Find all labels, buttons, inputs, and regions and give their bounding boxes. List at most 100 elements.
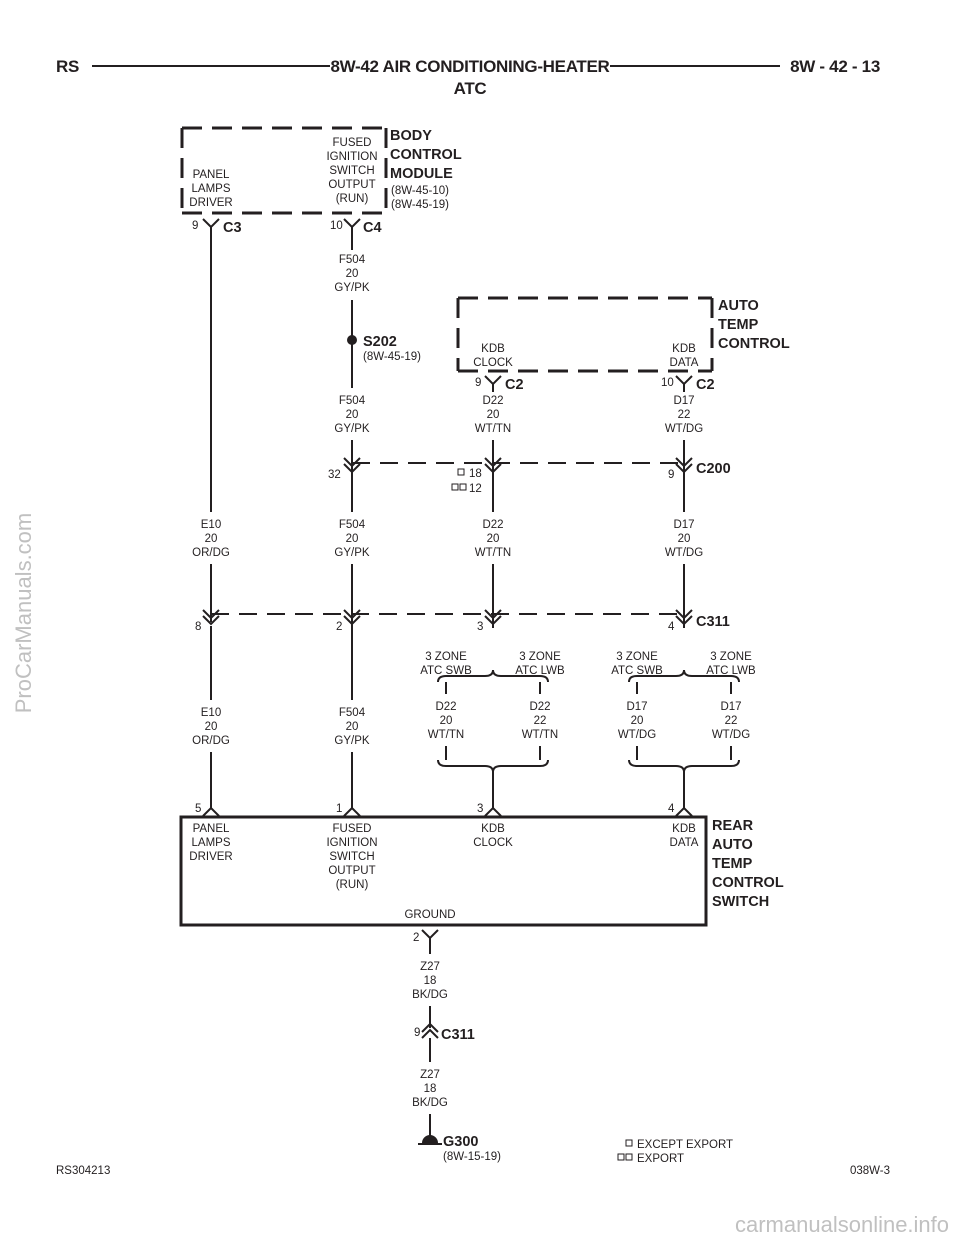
rear-pin-clock: 3: [477, 803, 483, 815]
rear-pin-panel: 5: [195, 803, 201, 815]
e10-low-label-3: OR/DG: [192, 735, 230, 747]
atc-data-pin: 10: [661, 377, 674, 389]
z27-bot-label-1: Z27: [420, 1069, 440, 1081]
d17-top-label-1: D17: [673, 395, 694, 407]
zone-lwb1-2: ATC LWB: [515, 665, 565, 677]
header-page-number: 8W - 42 - 13: [790, 57, 880, 76]
rear-panel-2: LAMPS: [192, 837, 231, 849]
bcm-c4-pin: 10: [330, 220, 343, 232]
d17-swb-label-2: 20: [631, 715, 644, 727]
d22-mid-label-2: 20: [487, 533, 500, 545]
d17-mid-label-1: D17: [673, 519, 694, 531]
f504-top-label-1: F504: [339, 254, 366, 266]
c200-pin-d22-except: 18: [469, 468, 482, 480]
body-control-module: BODY CONTROL MODULE (8W-45-10) (8W-45-19…: [180, 126, 462, 236]
e10-low-label-2: 20: [205, 721, 218, 733]
f504-mid-label-3: GY/PK: [334, 423, 369, 435]
atc-kdb-clock-2: CLOCK: [473, 357, 513, 369]
legend-export: EXPORT: [637, 1153, 684, 1165]
except-export-icon: [625, 1139, 633, 1147]
export-icon: [617, 1153, 625, 1161]
c311-pin-d17: 4: [668, 621, 675, 633]
atc-clock-connector: C2: [505, 377, 524, 393]
bcm-fused-label-4: OUTPUT: [328, 179, 375, 191]
splice-ref: (8W-45-19): [363, 351, 421, 363]
d17-lwb-label-1: D17: [720, 701, 741, 713]
zone-swb2-1: 3 ZONE: [616, 651, 658, 663]
ground-icon: [422, 1135, 438, 1143]
f504-bot-label-1: F504: [339, 707, 366, 719]
rear-fused-5: (RUN): [336, 879, 369, 891]
bcm-panel-label-2: LAMPS: [192, 183, 231, 195]
d17-mid-label-3: WT/DG: [665, 547, 703, 559]
rear-panel-1: PANEL: [193, 823, 230, 835]
f504-bot-label-3: GY/PK: [334, 735, 369, 747]
d22-top-label-2: 20: [487, 409, 500, 421]
f504-low-label-1: F504: [339, 519, 366, 531]
d22-swb-label-2: 20: [440, 715, 453, 727]
rear-pin-fused: 1: [336, 803, 342, 815]
d17-mid-label-2: 20: [678, 533, 691, 545]
zone-swb1-1: 3 ZONE: [425, 651, 467, 663]
header-left-code: RS: [56, 57, 79, 76]
atc-kdb-data-1: KDB: [672, 343, 696, 355]
footer-diagram-code: 038W-3: [850, 1165, 890, 1177]
rear-kdb-clock-2: CLOCK: [473, 837, 513, 849]
d22-lwb-label-1: D22: [529, 701, 550, 713]
bcm-c3-connector: C3: [223, 220, 242, 236]
c200-pin-d17: 9: [668, 469, 674, 481]
zone-lwb2-1: 3 ZONE: [710, 651, 752, 663]
page-header: RS 8W-42 AIR CONDITIONING-HEATER ATC 8W …: [56, 57, 880, 98]
legend-except-export: EXCEPT EXPORT: [637, 1139, 733, 1151]
legend: EXCEPT EXPORT EXPORT: [617, 1139, 733, 1165]
zone-lwb2-2: ATC LWB: [706, 665, 756, 677]
zone-swb2-2: ATC SWB: [611, 665, 663, 677]
rear-ground-label: GROUND: [404, 909, 455, 921]
z27-circuit: Z27 18 BK/DG 9 C311 Z27 18 BK/DG G300 (8…: [412, 938, 501, 1163]
rear-title-2: AUTO: [712, 837, 753, 853]
atc-clock-pin: 9: [475, 377, 481, 389]
export-icon: [625, 1153, 633, 1161]
bcm-fused-label-3: SWITCH: [329, 165, 374, 177]
d22-swb-label-1: D22: [435, 701, 456, 713]
rear-pin-ground: 2: [413, 932, 419, 944]
rear-panel-3: DRIVER: [189, 851, 232, 863]
bcm-title-3: MODULE: [390, 166, 453, 182]
export-icon: [459, 483, 467, 491]
c200-pin-except-group: 18: [457, 468, 482, 480]
atc-title-3: CONTROL: [718, 336, 790, 352]
footer-figure-code: RS304213: [56, 1165, 110, 1177]
atc-kdb-clock-1: KDB: [481, 343, 505, 355]
f504-low-label-3: GY/PK: [334, 547, 369, 559]
rear-pin-data: 4: [668, 803, 675, 815]
atc-title-2: TEMP: [718, 317, 759, 333]
d17-swb-label-1: D17: [626, 701, 647, 713]
bcm-panel-label-1: PANEL: [193, 169, 230, 181]
header-subtitle: ATC: [454, 79, 487, 98]
e10-mid-label-2: 20: [205, 533, 218, 545]
f504-bot-label-2: 20: [346, 721, 359, 733]
c200-pin-export-group: 12: [451, 483, 482, 495]
c311-pin-e10: 8: [195, 621, 201, 633]
atc-title-1: AUTO: [718, 298, 759, 314]
header-title: 8W-42 AIR CONDITIONING-HEATER: [330, 57, 609, 76]
d17-top-label-2: 22: [678, 409, 691, 421]
f504-top-label-2: 20: [346, 268, 359, 280]
e10-mid-label-1: E10: [201, 519, 221, 531]
bcm-fused-label-5: (RUN): [336, 193, 369, 205]
ground-ref: (8W-15-19): [443, 1151, 501, 1163]
d17-circuit: D17 22 WT/DG D17 20 WT/DG: [665, 384, 703, 628]
f504-circuit: F504 20 GY/PK S202 (8W-45-19) F504 20 GY…: [334, 227, 421, 808]
d22-circuit: D22 20 WT/TN D22 20 WT/TN: [475, 384, 511, 628]
rear-kdb-data-2: DATA: [670, 837, 699, 849]
e10-low-label-1: E10: [201, 707, 221, 719]
d17-lwb-label-2: 22: [725, 715, 738, 727]
zone-swb1-2: ATC SWB: [420, 665, 472, 677]
bcm-ref-2: (8W-45-19): [391, 199, 449, 211]
splice-name: S202: [363, 334, 397, 350]
rear-fused-1: FUSED: [333, 823, 372, 835]
rear-title-1: REAR: [712, 818, 754, 834]
c311-upper-connector: 8 2 3 4 C311: [195, 609, 730, 633]
ground-name: G300: [443, 1134, 478, 1150]
